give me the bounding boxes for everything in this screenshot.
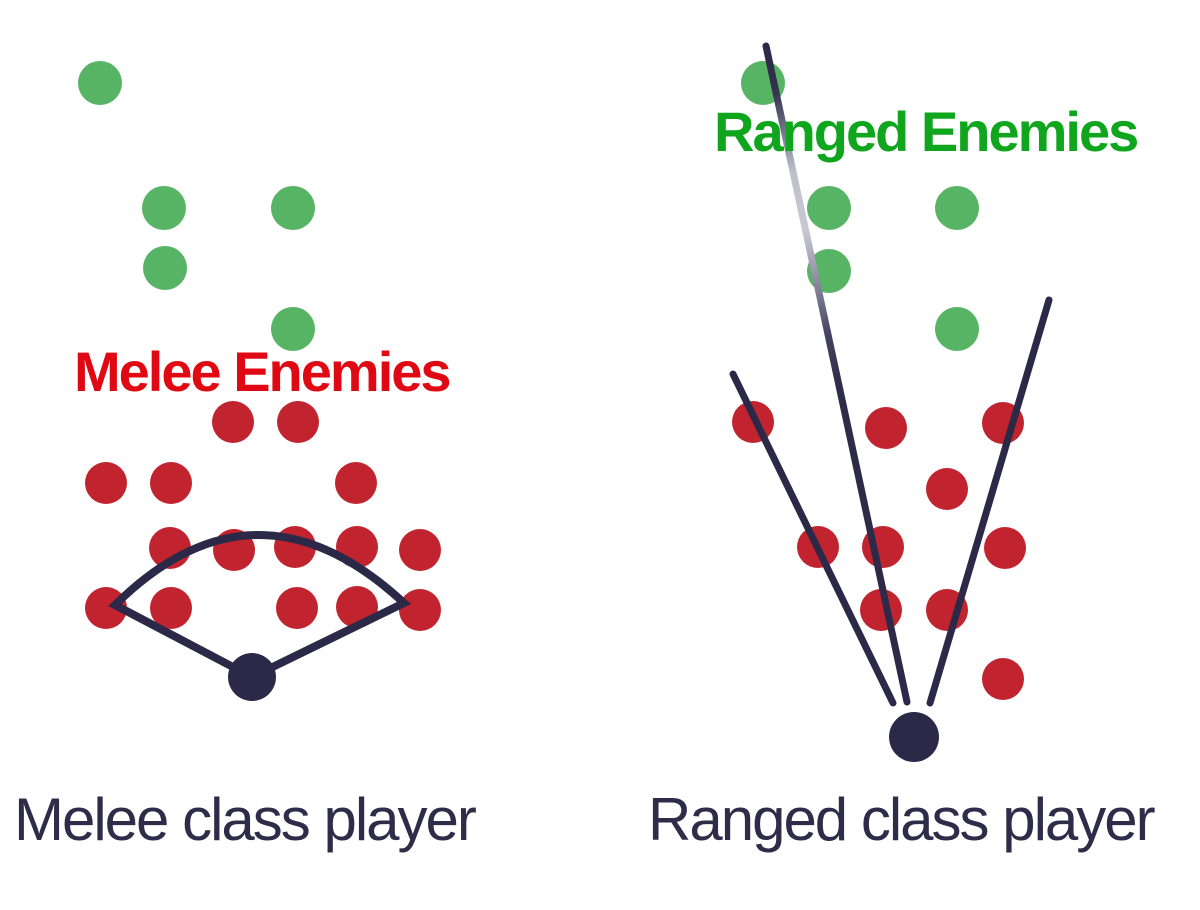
green-enemy-dot	[271, 186, 315, 230]
red-enemy-dot	[212, 401, 254, 443]
ranged-targeting-line	[926, 296, 1053, 707]
green-enemy-dot	[935, 307, 979, 351]
red-enemy-dot	[399, 529, 441, 571]
player-dot	[228, 653, 276, 701]
ranged-class-player-caption: Ranged class player	[648, 786, 1156, 853]
ranged-enemies-label: Ranged Enemies	[714, 100, 1139, 163]
red-enemy-dot	[984, 527, 1026, 569]
green-enemy-dot	[143, 246, 187, 290]
green-enemy-dot	[78, 61, 122, 105]
red-enemy-dot	[335, 462, 377, 504]
players-layer	[228, 653, 939, 762]
melee-attack-range-fan	[108, 531, 412, 682]
red-enemy-dot	[85, 462, 127, 504]
red-enemy-dot	[85, 587, 127, 629]
green-enemy-dot	[271, 307, 315, 351]
green-enemy-dot	[807, 186, 851, 230]
red-enemy-dot	[865, 407, 907, 449]
player-dot	[889, 712, 939, 762]
red-enemy-dot	[276, 587, 318, 629]
red-enemy-dot	[150, 462, 192, 504]
melee-enemies-label: Melee Enemies	[74, 340, 452, 403]
green-enemy-dot	[935, 186, 979, 230]
red-enemy-dot	[926, 468, 968, 510]
melee-class-player-caption: Melee class player	[14, 786, 477, 853]
green-enemy-dot	[142, 186, 186, 230]
red-enemy-dot	[982, 658, 1024, 700]
ranged-targeting-line	[762, 42, 911, 706]
red-enemy-dot	[150, 587, 192, 629]
red-enemy-dot	[277, 401, 319, 443]
ranged-targeting-line	[729, 370, 897, 707]
attack-range-layer	[108, 42, 1053, 707]
red-enemy-dot	[399, 589, 441, 631]
